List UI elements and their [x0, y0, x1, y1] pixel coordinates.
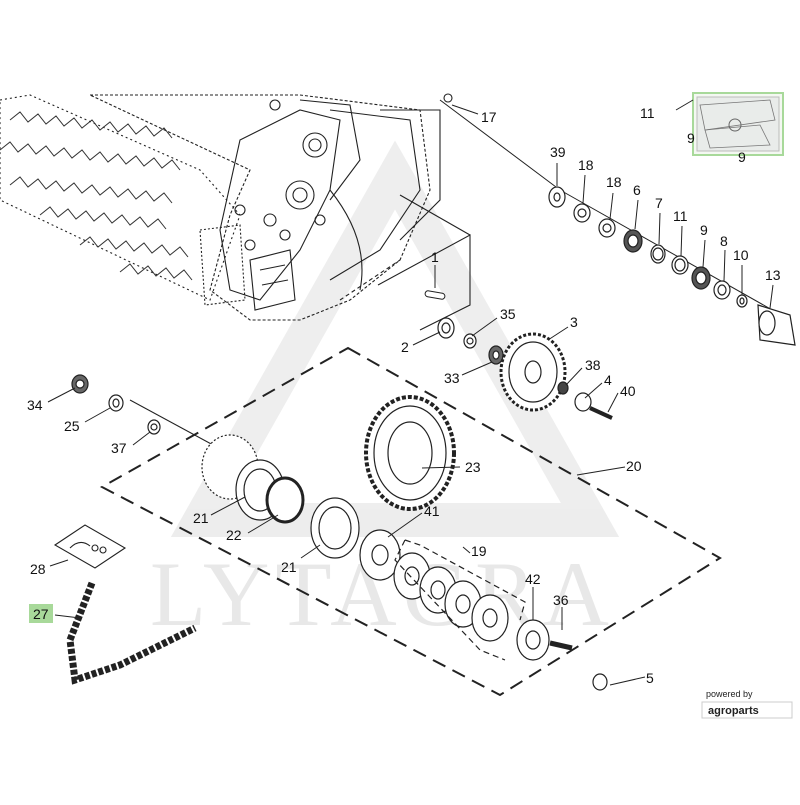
callout-25: 25	[64, 418, 80, 434]
callout-13: 13	[765, 267, 781, 283]
machine-frame	[0, 93, 471, 331]
callout-2: 2	[401, 339, 409, 355]
callout-7: 7	[655, 195, 663, 211]
callout-9: 9	[700, 222, 708, 238]
inset-thumbnail	[692, 92, 784, 156]
clutch-assembly-outline	[99, 346, 722, 697]
callout-17: 17	[481, 109, 497, 125]
callout-22: 22	[226, 527, 242, 543]
callout-11: 11	[640, 105, 655, 121]
callout-28: 28	[30, 561, 46, 577]
callout-3: 3	[570, 314, 578, 330]
callout-35: 35	[500, 306, 516, 322]
callout-9: 9	[738, 149, 746, 165]
pin	[424, 290, 446, 300]
callout-9: 9	[687, 130, 695, 146]
connector-link	[53, 524, 127, 569]
callout-8: 8	[720, 233, 728, 249]
callout-41: 41	[424, 503, 440, 519]
callout-20: 20	[626, 458, 642, 474]
powered-by-text: powered by	[706, 689, 753, 699]
callout-18: 18	[578, 157, 594, 173]
callout-11: 11	[673, 208, 688, 224]
callout-5: 5	[646, 670, 654, 686]
roller-chain	[66, 581, 197, 685]
callout-27: 27	[33, 606, 49, 622]
callout-18: 18	[606, 174, 622, 190]
callout-34: 34	[27, 397, 43, 413]
branding-badge: powered by agroparts	[701, 689, 793, 719]
callout-4: 4	[604, 372, 612, 388]
callout-37: 37	[111, 440, 127, 456]
callout-6: 6	[633, 182, 641, 198]
shaft-parts	[548, 186, 796, 346]
callout-40: 40	[620, 383, 636, 399]
middle-sprocket-group	[437, 317, 613, 420]
callout-21: 21	[193, 510, 209, 526]
callout-labels: 17 11 9 9 39 18 18 6 7 11 9 8 10 13 1 35…	[27, 105, 781, 686]
callout-1: 1	[431, 249, 439, 265]
left-washers	[71, 374, 161, 435]
callout-39: 39	[550, 144, 566, 160]
highlight-box	[29, 604, 53, 623]
callout-42: 42	[525, 571, 541, 587]
callout-33: 33	[444, 370, 460, 386]
callout-leaders	[47, 99, 774, 686]
callout-38: 38	[585, 357, 601, 373]
callout-19: 19	[471, 543, 487, 559]
callout-21: 21	[281, 559, 297, 575]
callout-36: 36	[553, 592, 569, 608]
brand-text: agroparts	[708, 705, 759, 717]
callout-10: 10	[733, 247, 749, 263]
callout-23: 23	[465, 459, 481, 475]
